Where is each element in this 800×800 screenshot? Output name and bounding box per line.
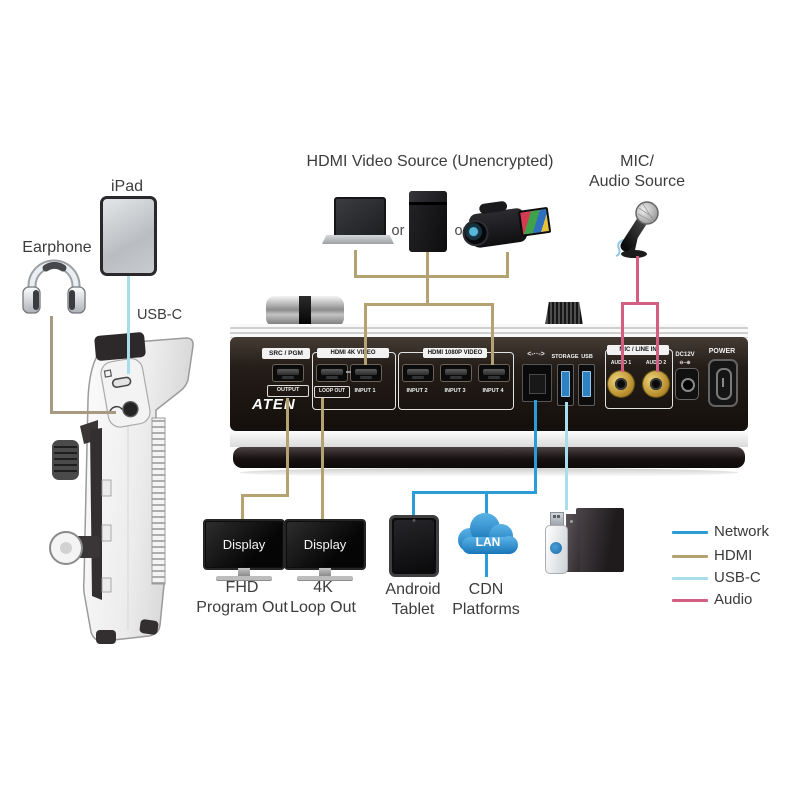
tbar-knob	[266, 296, 344, 327]
legend-audio-label: Audio	[714, 591, 753, 608]
line-output-jog	[241, 494, 289, 497]
line-laptop-stub	[354, 250, 357, 278]
mic-source-title-line1: MIC/	[620, 153, 654, 170]
loop-out-label: LOOP OUT	[314, 386, 350, 398]
input1-hdmi-port	[350, 364, 382, 382]
usb-flash-drive-icon	[544, 512, 568, 574]
4k-loop-out-label-line2: Loop Out	[290, 599, 356, 616]
legend-hdmi-swatch	[672, 555, 708, 558]
usb-label: USB	[581, 354, 593, 360]
input1-label: INPUT 1	[354, 388, 376, 394]
device-front-bar	[233, 447, 745, 468]
earphone-label: Earphone	[22, 239, 92, 256]
line-audio-bracket	[621, 302, 659, 305]
storage-usb-port	[557, 364, 574, 406]
hdmi-4k-label: HDMI 4K VIDEO	[317, 348, 389, 358]
line-to-tablet	[412, 491, 415, 520]
game-console-icon	[409, 191, 447, 252]
input4-label: INPUT 4	[482, 388, 504, 394]
external-drive-icon	[566, 508, 624, 574]
hdmi-source-title: HDMI Video Source (Unencrypted)	[306, 153, 554, 170]
output-label: OUTPUT	[267, 385, 309, 397]
legend-hdmi-label: HDMI	[714, 547, 753, 564]
dc12v-label: DC12V	[675, 352, 695, 358]
aten-logo: ATEN	[252, 396, 296, 413]
line-sources-trunk	[426, 275, 429, 306]
line-to-display2	[321, 398, 324, 523]
dc-jack	[675, 368, 699, 400]
4k-loop-out-label-line1: 4K	[313, 579, 333, 596]
line-lan-down	[534, 400, 537, 494]
legend-network-label: Network	[714, 523, 770, 540]
legend-network-swatch	[672, 531, 708, 534]
legend-usbc-swatch	[672, 577, 708, 580]
line-camcorder-stub	[506, 252, 509, 278]
display1-icon: Display	[203, 519, 285, 570]
line-earphone-horizontal	[50, 411, 116, 414]
device-front-glow	[240, 468, 738, 477]
usb-port	[578, 364, 595, 406]
line-earphone-vertical	[50, 316, 53, 414]
device-mid-strip	[230, 431, 748, 447]
lan-cloud-icon: LAN	[458, 513, 518, 554]
laptop-icon	[322, 197, 394, 245]
display2-icon: Display	[284, 519, 366, 570]
microphone-icon	[615, 201, 659, 258]
line-to-input1	[364, 303, 367, 365]
input3-hdmi-port	[440, 364, 472, 382]
display1-screen-label: Display	[206, 522, 282, 567]
fhd-program-out-label-line1: FHD	[225, 579, 259, 596]
ipad-label: iPad	[110, 178, 144, 195]
port-link-dash	[346, 371, 351, 373]
line-to-input4	[491, 303, 494, 365]
power-switch	[708, 359, 738, 407]
power-label: POWER	[708, 348, 736, 355]
line-output-down	[286, 398, 289, 497]
cdn-platforms-label-line1: CDN	[468, 581, 504, 598]
usbc-label: USB-C	[136, 307, 183, 323]
line-lan-bracket	[412, 491, 537, 494]
src-pgm-label: SRC / PGM	[262, 348, 310, 359]
lan-port	[522, 364, 552, 402]
ipad-icon	[100, 196, 157, 276]
line-storage-down	[565, 402, 568, 510]
line-to-audio1	[621, 302, 624, 372]
line-mic-stub	[636, 256, 639, 305]
input3-label: INPUT 3	[444, 388, 466, 394]
headphones-icon	[22, 259, 86, 314]
android-tablet-label-line1: Android	[385, 581, 441, 598]
audio1-jack	[608, 371, 634, 397]
line-to-audio2	[656, 302, 659, 372]
line-ipad-usbc	[127, 276, 130, 374]
legend-audio-swatch	[672, 599, 708, 602]
fhd-program-out-label-line2: Program Out	[196, 599, 288, 616]
mic-source-title-line2: Audio Source	[588, 173, 686, 190]
display2-screen-label: Display	[287, 522, 363, 567]
input2-label: INPUT 2	[406, 388, 428, 394]
input2-hdmi-port	[402, 364, 434, 382]
android-tablet-icon	[389, 515, 439, 577]
storage-label: STORAGE	[551, 354, 579, 360]
camcorder-icon	[458, 192, 552, 261]
audio2-jack	[643, 371, 669, 397]
input4-hdmi-port	[478, 364, 510, 382]
android-tablet-label-line2: Tablet	[391, 601, 435, 618]
src-pgm-hdmi-port	[272, 364, 304, 382]
loop-out-hdmi-port	[316, 364, 348, 382]
line-inputs-split	[364, 303, 494, 306]
device-top-edge	[230, 324, 748, 338]
hdmi-1080p-label: HDMI 1080P VIDEO	[423, 348, 487, 358]
or-separator-1: or	[391, 223, 405, 239]
network-port-icon: <-··->	[527, 351, 545, 358]
mic-line-in-label: MIC / LINE IN	[607, 345, 669, 355]
line-sources-bracket	[354, 275, 509, 278]
legend-usbc-label: USB-C	[714, 569, 761, 586]
line-to-display1	[241, 494, 244, 523]
lan-cloud-label: LAN	[476, 535, 501, 549]
line-console-stub	[426, 252, 429, 278]
dc-polarity-icon: ⊖–⊕	[679, 360, 691, 366]
cdn-platforms-label-line2: Platforms	[452, 601, 520, 618]
